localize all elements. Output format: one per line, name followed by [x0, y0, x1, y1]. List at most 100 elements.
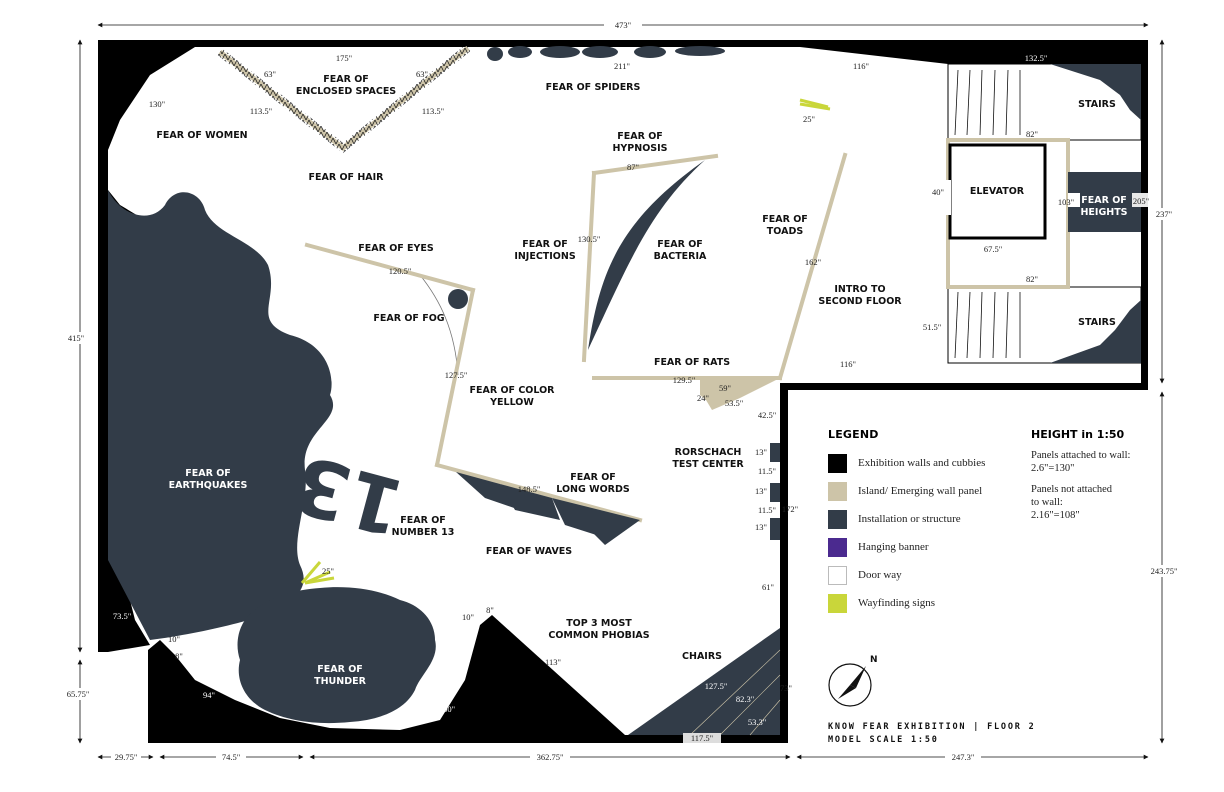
- zone-top3-2: COMMON PHOBIAS: [548, 630, 649, 641]
- meas-172: 172": [782, 504, 798, 514]
- legend: LEGEND Exhibition walls and cubbies Isla…: [828, 428, 1018, 617]
- height-line-1: Panels attached to wall:: [1031, 450, 1131, 461]
- legend-item-banner: Hanging banner: [828, 533, 1018, 561]
- meas-113a: 113.5": [250, 106, 272, 116]
- zone-fog: FEAR OF FOG: [373, 313, 444, 324]
- meas-8b: 8": [486, 605, 494, 615]
- meas-11-5b: 11.5": [758, 505, 776, 515]
- zone-intro-1: INTRO TO: [834, 284, 885, 295]
- dim-top-width: 473": [615, 20, 631, 30]
- zone-color-2: YELLOW: [489, 397, 534, 408]
- fog-installation: [419, 274, 468, 376]
- height-info: HEIGHT in 1:50 Panels attached to wall: …: [1031, 428, 1161, 530]
- dim-right-height-top: 237": [1156, 209, 1172, 219]
- measurement-labels: 175" 63" 63" 113.5" 113.5" 130" 211" 116…: [113, 53, 1149, 743]
- meas-67-5: 67.5": [984, 244, 1002, 254]
- legend-label-banner: Hanging banner: [858, 541, 929, 553]
- legend-item-island: Island/ Emerging wall panel: [828, 477, 1018, 505]
- dim-bottom-1: 29.75": [115, 752, 138, 762]
- zone-enclosed-spaces-1: FEAR OF: [323, 74, 369, 85]
- legend-label-walls: Exhibition walls and cubbies: [858, 457, 986, 469]
- zone-long-words-1: FEAR OF: [570, 472, 616, 483]
- zone-women: FEAR OF WOMEN: [156, 130, 247, 141]
- legend-item-doorway: Door way: [828, 561, 1018, 589]
- compass-north-label: N: [870, 655, 878, 665]
- zone-chairs: CHAIRS: [682, 651, 722, 662]
- legend-swatch-doorway: [828, 565, 847, 585]
- zone-rorschach-1: RORSCHACH: [675, 447, 742, 458]
- zone-thunder-2: THUNDER: [314, 676, 366, 687]
- zone-intro-2: SECOND FLOOR: [818, 296, 902, 307]
- meas-73-5: 73.5": [113, 611, 131, 621]
- dim-bottom-2: 74.5": [222, 752, 240, 762]
- zone-long-words-2: LONG WORDS: [556, 484, 630, 495]
- meas-117-5: 117.5": [691, 733, 713, 743]
- meas-13c: 13": [755, 522, 767, 532]
- zone-heights-1: FEAR OF: [1081, 195, 1127, 206]
- zone-rats: FEAR OF RATS: [654, 357, 730, 368]
- meas-59: 59": [719, 383, 731, 393]
- dim-left-lower: 65.75": [67, 689, 90, 699]
- legend-item-walls: Exhibition walls and cubbies: [828, 449, 1018, 477]
- zone-waves: FEAR OF WAVES: [486, 546, 572, 557]
- meas-132b: 132.5": [1025, 367, 1048, 377]
- legend-item-wayfinding: Wayfinding signs: [828, 589, 1018, 617]
- meas-130: 130": [149, 99, 165, 109]
- meas-24: 24": [697, 393, 709, 403]
- height-attached: Panels attached to wall: 2.6"=130": [1031, 449, 1161, 475]
- doorways: [945, 180, 951, 215]
- meas-120-5: 120.5": [389, 266, 412, 276]
- zone-toads-2: TOADS: [767, 226, 804, 237]
- meas-51-5: 51.5": [923, 322, 941, 332]
- meas-200: 200": [439, 704, 455, 714]
- legend-swatch-island: [828, 481, 847, 501]
- footer-scale: MODEL SCALE 1:50: [828, 735, 939, 745]
- legend-label-wayfinding: Wayfinding signs: [858, 597, 936, 609]
- legend-label-doorway: Door way: [858, 569, 902, 581]
- meas-116a: 116": [853, 61, 869, 71]
- meas-82-3: 82.3": [736, 694, 754, 704]
- legend-label-installation: Installation or structure: [858, 513, 961, 525]
- meas-130-5: 130.5": [578, 234, 601, 244]
- spider-installations: [487, 46, 725, 61]
- legend-swatch-banner: [828, 537, 847, 557]
- meas-13b: 13": [755, 486, 767, 496]
- dim-bottom-4: 247.3": [952, 752, 975, 762]
- thunder-installation: [237, 587, 436, 724]
- meas-132a: 132.5": [1025, 53, 1048, 63]
- zone-stairs-top: STAIRS: [1078, 99, 1116, 110]
- earthquakes-installation: [108, 190, 334, 640]
- meas-116b: 116": [840, 359, 856, 369]
- zone-top3-1: TOP 3 MOST: [566, 618, 632, 629]
- meas-10b: 10": [462, 612, 474, 622]
- meas-73: 73": [780, 683, 792, 693]
- meas-113: 113": [545, 657, 561, 667]
- dim-left-height: 415": [68, 333, 84, 343]
- elevator-stairs-core: [946, 63, 1148, 364]
- zone-stairs-bottom: STAIRS: [1078, 317, 1116, 328]
- meas-103: 103": [1058, 197, 1074, 207]
- footer-title: KNOW FEAR EXHIBITION | FLOOR 2: [828, 722, 1036, 732]
- meas-8a: 8": [175, 651, 183, 661]
- legend-swatch-walls: [828, 453, 847, 473]
- rorschach-panels: [770, 443, 780, 540]
- zone-heights-2: HEIGHTS: [1080, 207, 1127, 218]
- zone-rorschach-2: TEST CENTER: [672, 459, 744, 470]
- zone-earthquakes-1: FEAR OF: [185, 468, 231, 479]
- legend-swatch-installation: [828, 509, 847, 529]
- zone-earthquakes-2: EARTHQUAKES: [169, 480, 248, 491]
- zone-hair: FEAR OF HAIR: [309, 172, 385, 183]
- legend-swatch-wayfinding: [828, 593, 847, 613]
- enclosed-spaces-wall: [217, 44, 471, 154]
- zone-bacteria-1: FEAR OF: [657, 239, 703, 250]
- waves-installation: [456, 472, 640, 545]
- rats-panel: [700, 378, 780, 410]
- zone-labels: FEAR OF ENCLOSED SPACES FEAR OF SPIDERS …: [156, 74, 1127, 687]
- legend-title: LEGEND: [828, 428, 879, 441]
- meas-63a: 63": [264, 69, 276, 79]
- meas-53-5: 53.5": [725, 398, 743, 408]
- zone-number13-1: FEAR OF: [400, 515, 446, 526]
- height-line-5: 2.16"=108": [1031, 510, 1080, 521]
- height-title: HEIGHT in 1:50: [1031, 428, 1125, 441]
- meas-82b: 82": [1026, 274, 1038, 284]
